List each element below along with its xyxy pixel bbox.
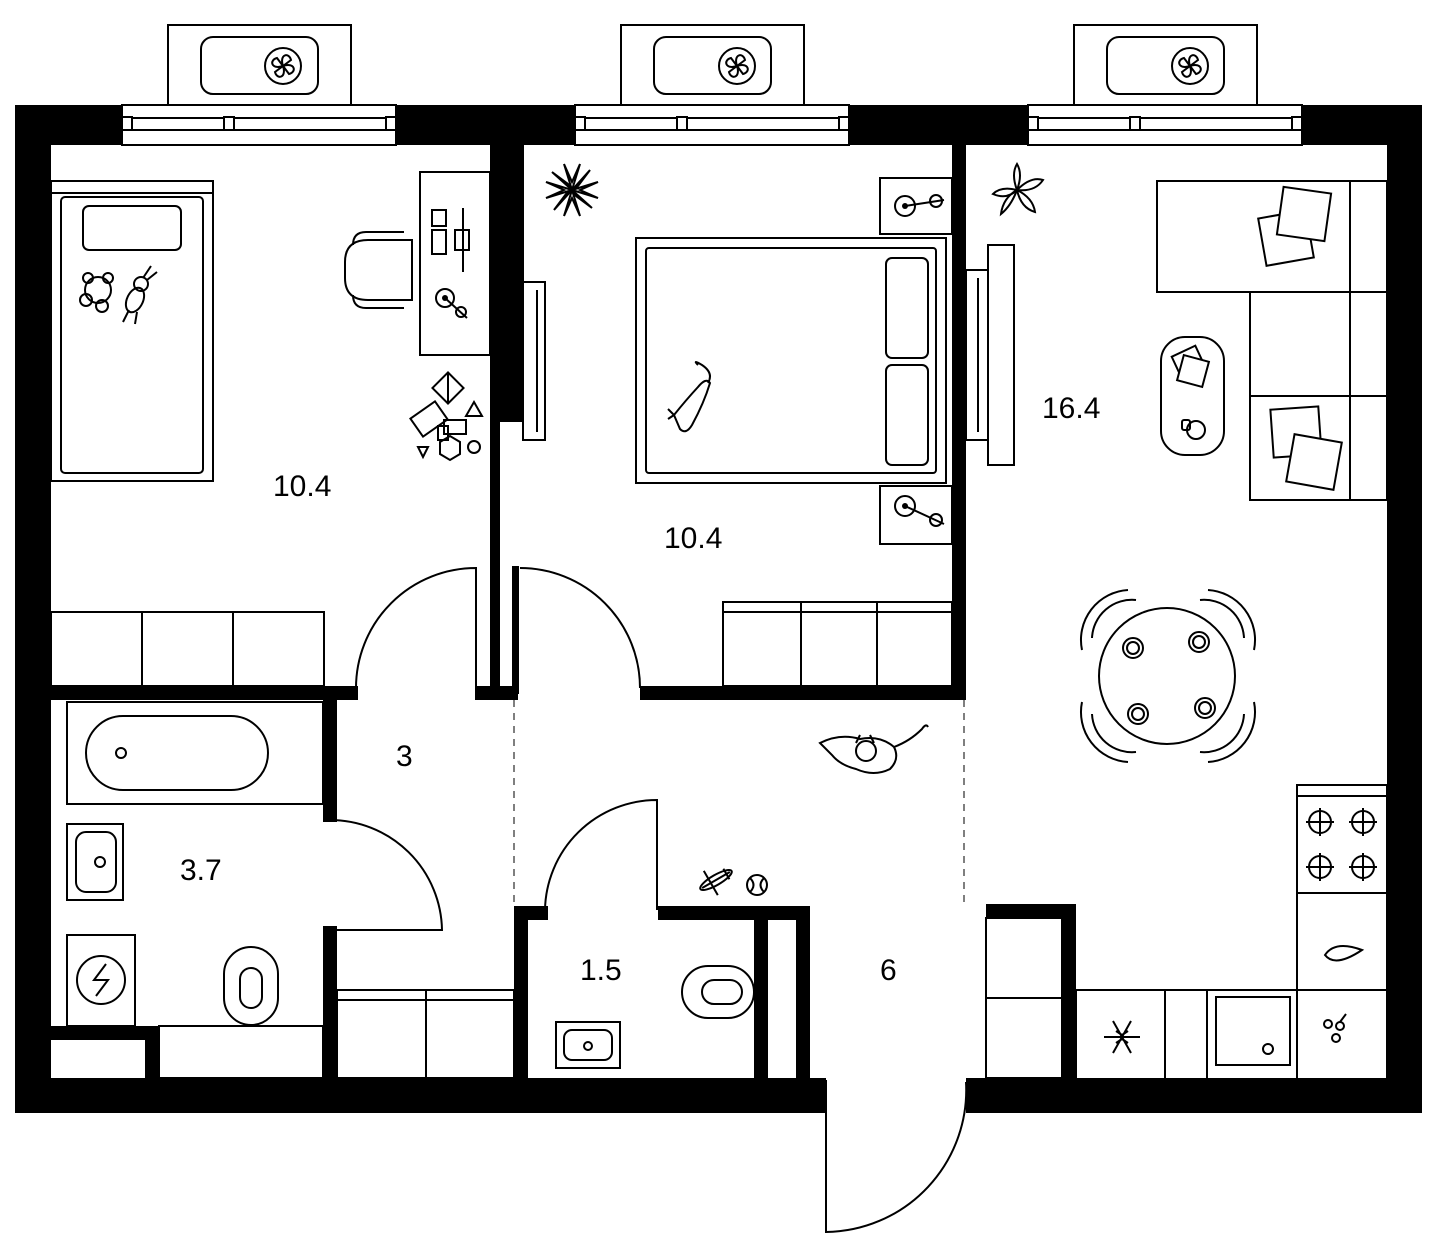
area-corridor: 3 (396, 740, 413, 773)
fan-icon (264, 47, 302, 85)
door-entrance[interactable] (818, 1078, 974, 1234)
desk-1 (419, 171, 491, 356)
door-bathroom[interactable] (323, 814, 444, 934)
entry-closet (985, 917, 1063, 1079)
plant-icon (991, 162, 1045, 217)
plant-icon (545, 163, 599, 217)
toilet-2 (681, 965, 755, 1019)
cat-icon (667, 361, 712, 433)
hob (1296, 784, 1388, 894)
walls (15, 105, 1422, 1113)
toy-plane-icon (699, 868, 733, 896)
ac-unit-3 (1073, 24, 1258, 106)
hob-burner-icon (1306, 808, 1334, 836)
coffee-table (1160, 336, 1225, 456)
single-bed (50, 180, 214, 482)
tv-2 (965, 244, 1015, 466)
area-living-kitchen: 16.4 (1042, 392, 1100, 425)
fan-icon (1171, 47, 1209, 85)
door-wc[interactable] (544, 798, 658, 911)
double-bed (635, 237, 947, 484)
toilet-1 (223, 946, 279, 1026)
hob-burner-icon (1349, 808, 1377, 836)
wardrobe-1 (50, 611, 325, 687)
ac-unit-2 (620, 24, 805, 106)
bath-cabinet (158, 1025, 324, 1079)
kitchen-counter (1075, 892, 1388, 1081)
washbasin (66, 823, 124, 901)
ball-icon (746, 874, 768, 896)
hob-burner-icon (1349, 853, 1377, 881)
window-2 (574, 104, 850, 146)
desk-chair (344, 231, 413, 309)
nightstand-2 (879, 485, 953, 545)
bunny-icon (122, 265, 158, 325)
area-hallway: 6 (880, 954, 897, 987)
bathtub (66, 701, 324, 805)
ac-unit-1 (167, 24, 352, 106)
washing-machine (66, 934, 136, 1027)
door-bedroom-1[interactable] (350, 566, 477, 694)
snowflake-icon (1104, 1020, 1140, 1054)
fan-icon (718, 47, 756, 85)
window-3 (1027, 104, 1303, 146)
power-icon (76, 955, 126, 1005)
window-1 (121, 104, 397, 146)
area-wc: 1.5 (580, 954, 622, 987)
teddy-bear-icon (79, 272, 114, 313)
area-bedroom-1: 10.4 (273, 470, 331, 503)
wardrobe-2 (722, 601, 953, 687)
nightstand-1 (879, 177, 953, 235)
wc-sink (555, 1021, 621, 1069)
sofa (1156, 180, 1388, 501)
cat-icon (818, 724, 929, 774)
hob-burner-icon (1306, 853, 1334, 881)
toys (409, 371, 484, 462)
dining-set (1079, 589, 1257, 763)
area-bathroom: 3.7 (180, 854, 222, 887)
tv-1 (522, 281, 546, 441)
door-bedroom-2[interactable] (519, 567, 641, 689)
hall-wardrobe (336, 989, 515, 1079)
area-bedroom-2: 10.4 (664, 522, 722, 555)
